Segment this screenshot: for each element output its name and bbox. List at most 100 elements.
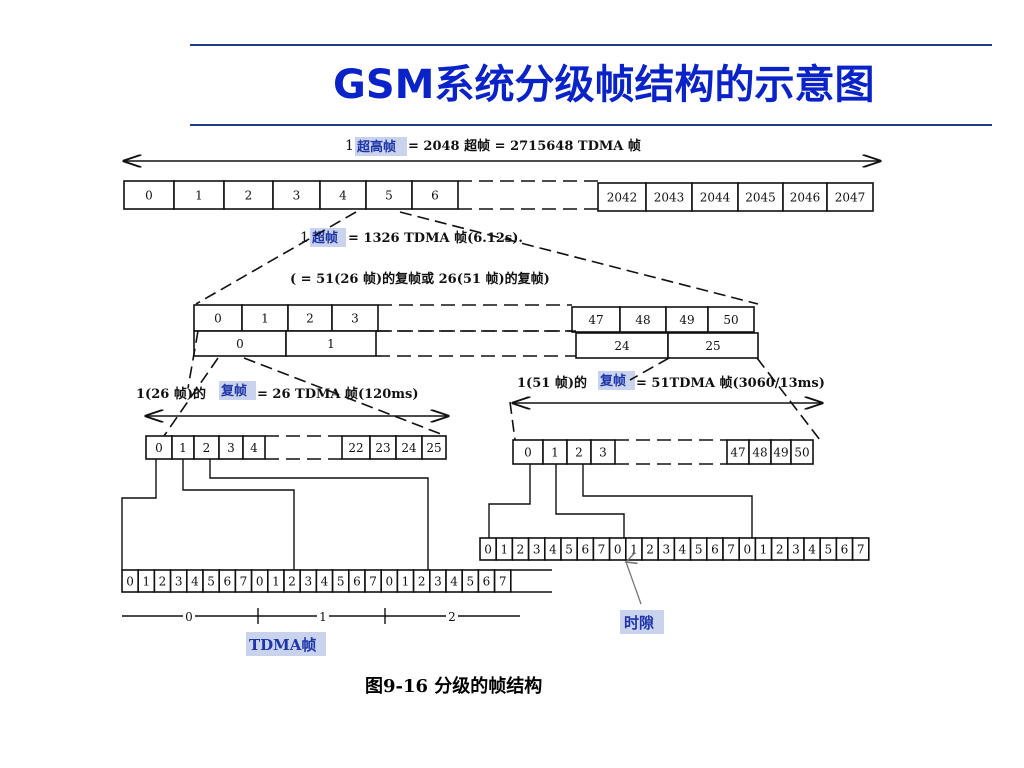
timeslot-right-cell-label-22: 6: [841, 542, 849, 556]
superframe-r1-left-cell-label-3: 3: [351, 311, 359, 325]
hyperframe-left-cell-label-5: 5: [385, 188, 393, 202]
multiframe26-right-cell-label-0: 22: [348, 441, 363, 455]
timeslot-left-cell-label-18: 2: [418, 574, 426, 588]
connector-solid-3: [488, 464, 531, 538]
timeslot-right-cell-label-6: 6: [581, 542, 589, 556]
superframe-r2-left-cell-label-0: 0: [236, 337, 244, 351]
hyperframe-left-cell-4: [319, 180, 367, 210]
timeslot-right-cell-label-23: 7: [857, 542, 865, 556]
timeslot-right-cell-label-11: 3: [662, 542, 670, 556]
superframe-r1-right-cell-label-1: 48: [635, 313, 650, 327]
timeslot-left-cell-label-5: 5: [207, 574, 215, 588]
superframe-prefix: 1: [300, 230, 309, 246]
superframe-r1-right-cell-label-2: 49: [679, 313, 694, 327]
superframe-r1-right-cell-label-3: 50: [723, 313, 738, 327]
hyperframe-right-cell-5: [826, 182, 874, 212]
superframe-suffix: = 1326 TDMA 帧(6.12s).: [348, 230, 523, 246]
multiframe51-left-cell-label-2: 2: [575, 445, 583, 459]
page-title: GSM系统分级帧结构的示意图: [333, 62, 875, 108]
connector-sf-to-mf51-c: [509, 401, 516, 441]
superframe-note: ( = 51(26 帧)的复帧或 26(51 帧)的复帧): [290, 271, 550, 287]
hyperframe-prefix: 1: [345, 138, 354, 154]
tdma-scale-label-bg-1: [317, 607, 329, 625]
superframe-r1-left-cell-2: [287, 304, 333, 332]
timeslot-right-cell-label-10: 2: [646, 542, 654, 556]
hyperframe-right-cell-3: [737, 182, 784, 212]
multiframe-51-prefix: 1(51 帧)的: [517, 375, 587, 391]
timeslot-right-cell-label-7: 7: [598, 542, 606, 556]
multiframe-51-label: 1(51 帧)的 复帧 = 51TDMA 帧(3060/13ms): [517, 371, 825, 391]
timeslot-arrow: [626, 562, 642, 605]
connector-sf-to-mf51-b: [756, 357, 821, 441]
hyperframe-right-cell-label-0: 2042: [607, 190, 638, 204]
superframe-r1-right-cell-2: [665, 306, 709, 333]
timeslot-left-cell-label-20: 4: [450, 574, 458, 588]
multiframe26-left-cell-label-1: 1: [179, 441, 187, 455]
hyperframe-right-cell-2: [691, 182, 739, 212]
multiframe-26-highlight-bg: [219, 381, 256, 400]
timeslot-right-cell-label-0: 0: [484, 542, 492, 556]
timeslot-label-bg: [620, 610, 664, 634]
hyperframe-highlight-bg: [355, 137, 407, 156]
hyperframe-left-cell-label-0: 0: [145, 188, 153, 202]
hyperframe-left-cell-1: [173, 180, 225, 210]
timeslot-right-cell-label-21: 5: [824, 542, 832, 556]
superframe-label: 1 超帧 = 1326 TDMA 帧(6.12s). ( = 51(26 帧)的…: [290, 228, 550, 287]
timeslot-left-cell-label-2: 2: [159, 574, 167, 588]
superframe-r2-right-cell-label-1: 25: [705, 339, 720, 353]
superframe-r1-left-cell-label-2: 2: [306, 311, 314, 325]
timeslot-right-cell-label-3: 3: [533, 542, 541, 556]
hyperframe-right-cell-label-2: 2044: [700, 190, 731, 204]
multiframe51-right-cell-label-3: 50: [794, 445, 809, 459]
timeslot-left-cell-label-11: 3: [304, 574, 312, 588]
multiframe51-right-cell-label-0: 47: [730, 445, 745, 459]
hyperframe-left-cell-label-1: 1: [195, 188, 203, 202]
timeslot-left-cell-label-8: 0: [256, 574, 264, 588]
timeslot-pointer: 时隙: [620, 562, 664, 634]
timeslot-left-cell-label-19: 3: [434, 574, 442, 588]
multiframe26-right-cell-label-1: 23: [375, 441, 390, 455]
multiframe-26-highlight: 复帧: [220, 383, 247, 399]
timeslot-left-cell-label-6: 6: [223, 574, 231, 588]
multiframe51-left-cell-label-3: 3: [599, 445, 607, 459]
hyperframe-left-cell-5: [365, 180, 413, 210]
superframe-r1-left-cell-label-0: 0: [214, 311, 222, 325]
timeslot-right-cell-label-4: 4: [549, 542, 557, 556]
tdma-frame-label: TDMA帧: [249, 636, 316, 654]
superframe-highlight: 超帧: [312, 230, 338, 246]
multiframe26-left-cell-label-0: 0: [155, 441, 163, 455]
superframe-r2-left-cell-1: [285, 330, 377, 357]
connector-solid-5: [582, 464, 753, 538]
timeslot-right-cell-label-17: 1: [760, 542, 768, 556]
multiframe26-left-cell-4: [242, 435, 266, 460]
connector-hf5-to-sf-left: [195, 211, 357, 305]
tdma-scale-label-bg-2: [446, 607, 458, 625]
timeslot-left-cell-label-7: 7: [240, 574, 248, 588]
connector-solid-4: [555, 464, 625, 538]
timeslot-right-cell-label-15: 7: [727, 542, 735, 556]
multiframe26-left-cell-label-2: 2: [203, 441, 211, 455]
top-rule: [190, 44, 992, 46]
title-underline: [190, 124, 992, 126]
hyperframe-right-cell-4: [782, 182, 828, 212]
hyperframe-left-cell-2: [223, 180, 274, 210]
multiframe26-right-cell-label-3: 25: [426, 441, 441, 455]
timeslot-left-cell-label-15: 7: [369, 574, 377, 588]
multiframe51-left-cell-0: [512, 439, 544, 465]
timeslot-right-cell-label-16: 0: [743, 542, 751, 556]
timeslot-left-cell-label-3: 3: [175, 574, 183, 588]
multiframe26-left-cell-label-3: 3: [227, 441, 235, 455]
timeslot-right-cell-label-13: 5: [695, 542, 703, 556]
superframe-r2-right-cell-0: [575, 332, 669, 359]
multiframe-51-suffix: = 51TDMA 帧(3060/13ms): [636, 375, 825, 391]
hyperframe-right-cell-1: [645, 182, 693, 212]
multiframe51-right-cell-3: [790, 439, 814, 465]
tdma-scale-label-0: 0: [185, 610, 193, 624]
timeslot-right-cell-label-1: 1: [500, 542, 508, 556]
hyperframe-left-cell-label-4: 4: [339, 188, 347, 202]
